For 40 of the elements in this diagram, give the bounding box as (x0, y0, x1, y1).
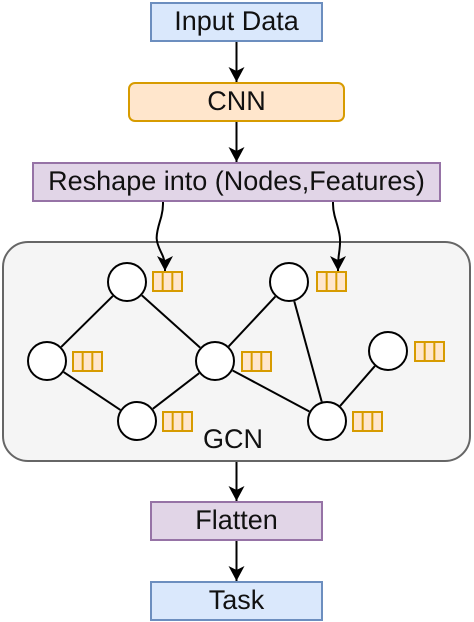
arrow (156, 202, 173, 271)
feature-vector (352, 411, 383, 432)
box-label: Task (208, 586, 264, 616)
box-label: Reshape into (Nodes,Features) (48, 167, 425, 197)
group-container (2, 241, 471, 462)
graph-edge (152, 372, 200, 410)
arrow (330, 202, 346, 271)
box-label: Flatten (195, 506, 278, 536)
graph-edge (232, 370, 310, 412)
feature-vector (316, 271, 347, 292)
arrow (228, 541, 244, 581)
graph-edge (228, 296, 276, 348)
graph-edge (63, 371, 121, 411)
graph-node (107, 262, 147, 302)
box-label: CNN (207, 87, 266, 117)
arrow (228, 42, 244, 82)
process-box (150, 2, 323, 42)
graph-node (195, 341, 235, 381)
graph-edge (293, 301, 323, 402)
arrow (228, 122, 244, 162)
graph-node (269, 262, 309, 302)
graph-node (307, 401, 347, 441)
process-box (32, 162, 441, 202)
feature-vector (152, 271, 183, 292)
graph-node (27, 341, 67, 381)
feature-vector (162, 411, 193, 432)
box-label: Input Data (174, 7, 299, 37)
graph-edge (60, 295, 114, 348)
process-box (150, 501, 323, 541)
graph-node (117, 401, 157, 441)
feature-vector (414, 341, 445, 362)
container-label: GCN (203, 425, 263, 455)
graph-edge (339, 365, 376, 407)
graph-node (368, 331, 408, 371)
graph-edge (141, 294, 201, 348)
feature-vector (241, 351, 272, 372)
process-box (128, 82, 345, 122)
arrow (228, 462, 244, 501)
process-box (150, 581, 323, 621)
feature-vector (72, 351, 103, 372)
